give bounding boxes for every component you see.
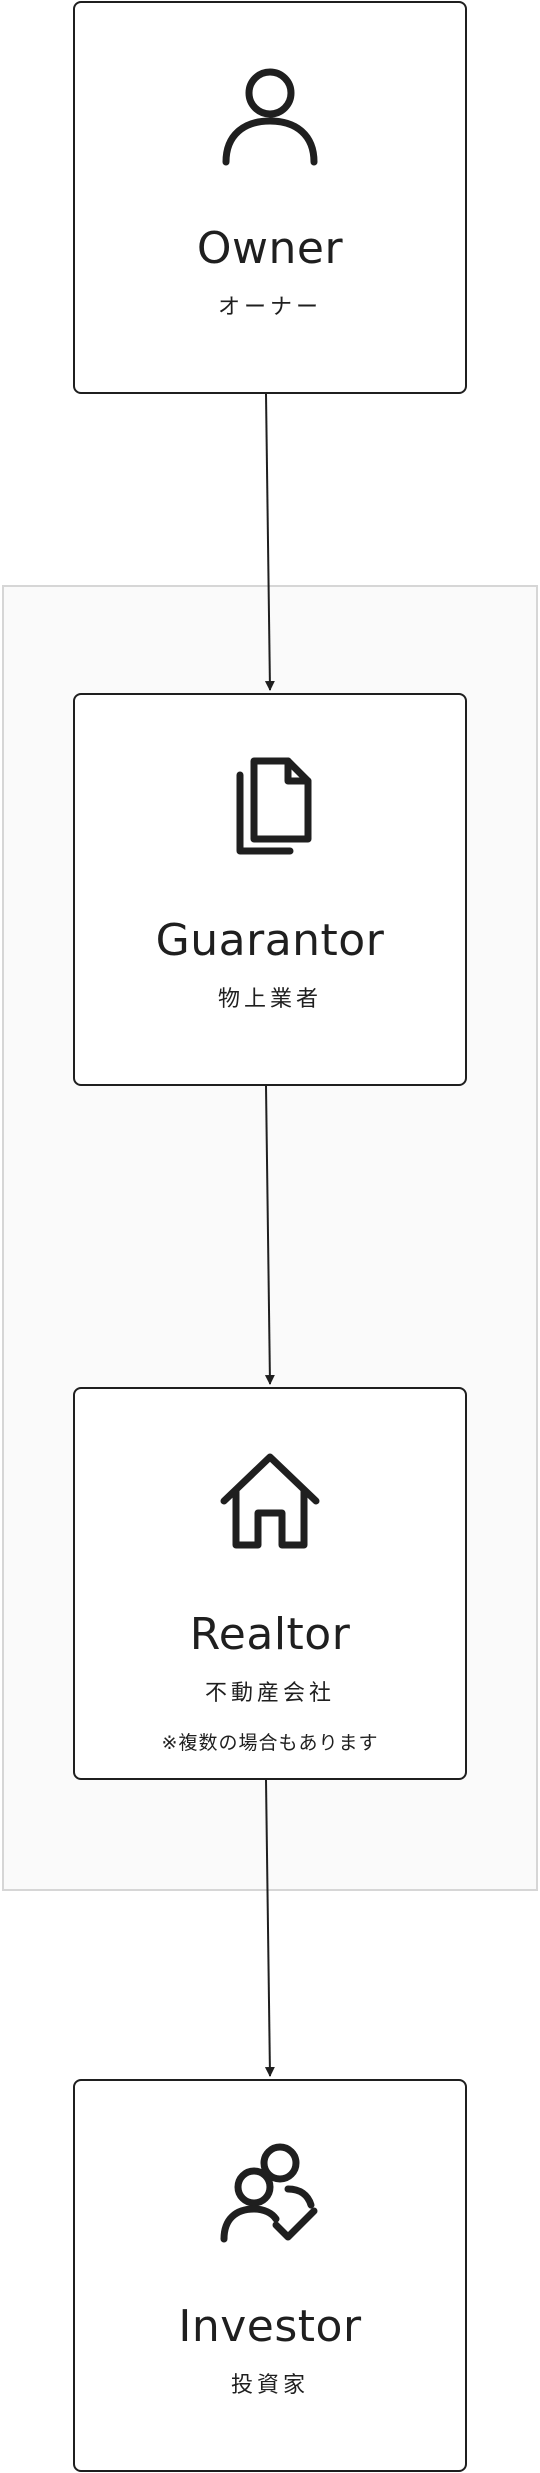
people-check-icon (218, 2141, 322, 2245)
documents-icon (218, 755, 322, 859)
node-owner: Owner オーナー (73, 1, 467, 394)
node-investor: Investor 投資家 (73, 2079, 467, 2472)
node-subtitle: オーナー (217, 295, 322, 320)
house-icon (218, 1449, 322, 1553)
node-title: Realtor (189, 1609, 351, 1660)
node-realtor: Realtor 不動産会社 ※複数の場合もあります (73, 1387, 467, 1780)
node-title: Investor (178, 2301, 362, 2352)
node-title: Owner (196, 223, 344, 274)
node-subtitle: 不動産会社 (204, 1681, 335, 1706)
node-title: Guarantor (155, 915, 385, 966)
person-icon (218, 63, 322, 167)
node-guarantor: Guarantor 物上業者 (73, 693, 467, 1086)
node-subtitle: 物上業者 (217, 987, 322, 1012)
node-subtitle: 投資家 (230, 2373, 309, 2398)
node-note: ※複数の場合もあります (161, 1732, 379, 1754)
